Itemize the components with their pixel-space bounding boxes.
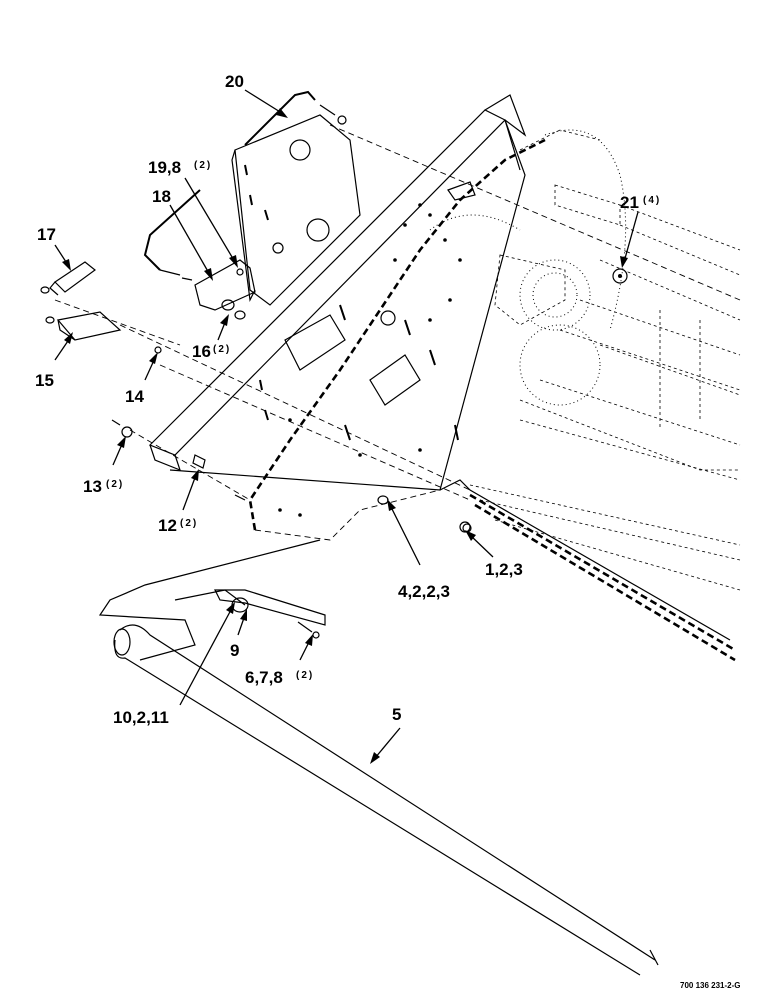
callout-21: 21 — [620, 193, 639, 212]
callout-5: 5 — [392, 705, 401, 724]
callout-16: 16 — [192, 342, 211, 361]
callout-6-7-8-qty: (2) — [296, 670, 314, 681]
callout-6-7-8: 6,7,8 — [245, 668, 283, 687]
bolt-1-2-3 — [459, 521, 471, 533]
callout-14: 14 — [125, 387, 144, 406]
callout-21-qty: (4) — [643, 195, 661, 206]
callout-13-qty: (2) — [106, 479, 124, 490]
spacer-14 — [154, 346, 162, 354]
callout-1-2-3: 1,2,3 — [485, 560, 523, 579]
callout-18: 18 — [152, 187, 171, 206]
bracket-17 — [40, 261, 96, 296]
callout-labels: 20 19,8 (2) 18 17 15 14 16 (2) 13 (2) 12… — [35, 72, 741, 990]
mounting-plate-20 — [231, 114, 361, 306]
rod-20 — [244, 90, 347, 146]
nut-21 — [612, 268, 628, 284]
machine-outline-phantom — [54, 124, 741, 591]
callout-9: 9 — [230, 641, 239, 660]
callout-16-qty: (2) — [213, 344, 231, 355]
callout-4-2-2-3: 4,2,2,3 — [398, 582, 450, 601]
callout-19-8: 19,8 — [148, 158, 181, 177]
callout-17: 17 — [37, 225, 56, 244]
spacer-12 — [192, 454, 246, 501]
lever-9 — [214, 589, 326, 639]
callout-20: 20 — [225, 72, 244, 91]
callout-13: 13 — [83, 477, 102, 496]
main-frame-rail — [148, 94, 527, 472]
bracket-18 — [181, 259, 256, 311]
callout-12-qty: (2) — [180, 518, 198, 529]
side-panel — [169, 119, 736, 662]
washer-13 — [111, 419, 133, 438]
floor-outline — [98, 539, 321, 661]
figure-reference-number: 700 136 231-2-G — [680, 981, 741, 990]
bracket-15 — [45, 311, 122, 341]
callout-12: 12 — [158, 516, 177, 535]
leader-lines — [54, 89, 639, 764]
callout-15: 15 — [35, 371, 54, 390]
callout-10-2-11: 10,2,11 — [113, 708, 169, 727]
washers-16 — [234, 310, 246, 320]
callout-19-8-qty: (2) — [194, 160, 212, 171]
tube-5 — [113, 624, 659, 976]
